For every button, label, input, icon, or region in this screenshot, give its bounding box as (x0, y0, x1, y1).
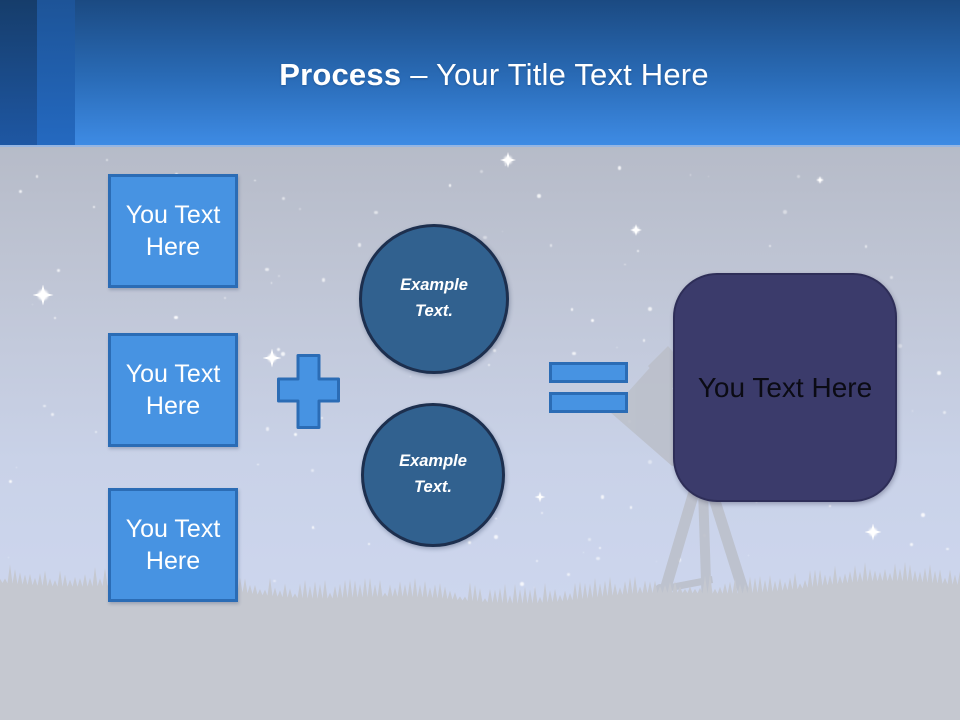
input-box-1[interactable]: You Text Here (108, 174, 238, 288)
page-title-emphasis: Process (279, 57, 402, 92)
input-box-3[interactable]: You Text Here (108, 488, 238, 602)
input-box-1-label: You Text Here (125, 201, 221, 261)
header-accent-stripe-light (37, 0, 75, 145)
input-box-3-label: You Text Here (125, 515, 221, 575)
equals-bar-bottom (549, 392, 628, 413)
header-accent-stripe-dark (0, 0, 37, 145)
result-box[interactable]: You Text Here (673, 273, 897, 502)
example-circle-2[interactable]: Example Text. (361, 403, 505, 547)
page-title-rest: – Your Title Text Here (410, 57, 709, 92)
page-title: Process– Your Title Text Here (0, 57, 960, 93)
example-circle-1[interactable]: Example Text. (359, 224, 509, 374)
header-divider (0, 145, 960, 147)
slide-header: Process– Your Title Text Here (0, 0, 960, 145)
equals-icon (549, 362, 628, 413)
input-box-2-label: You Text Here (125, 360, 221, 420)
example-circle-1-label: Example Text. (400, 276, 468, 320)
plus-icon (277, 354, 340, 429)
equals-bar-top (549, 362, 628, 383)
input-box-2[interactable]: You Text Here (108, 333, 238, 447)
example-circle-2-label: Example Text. (399, 452, 467, 496)
result-box-label: You Text Here (697, 371, 873, 403)
